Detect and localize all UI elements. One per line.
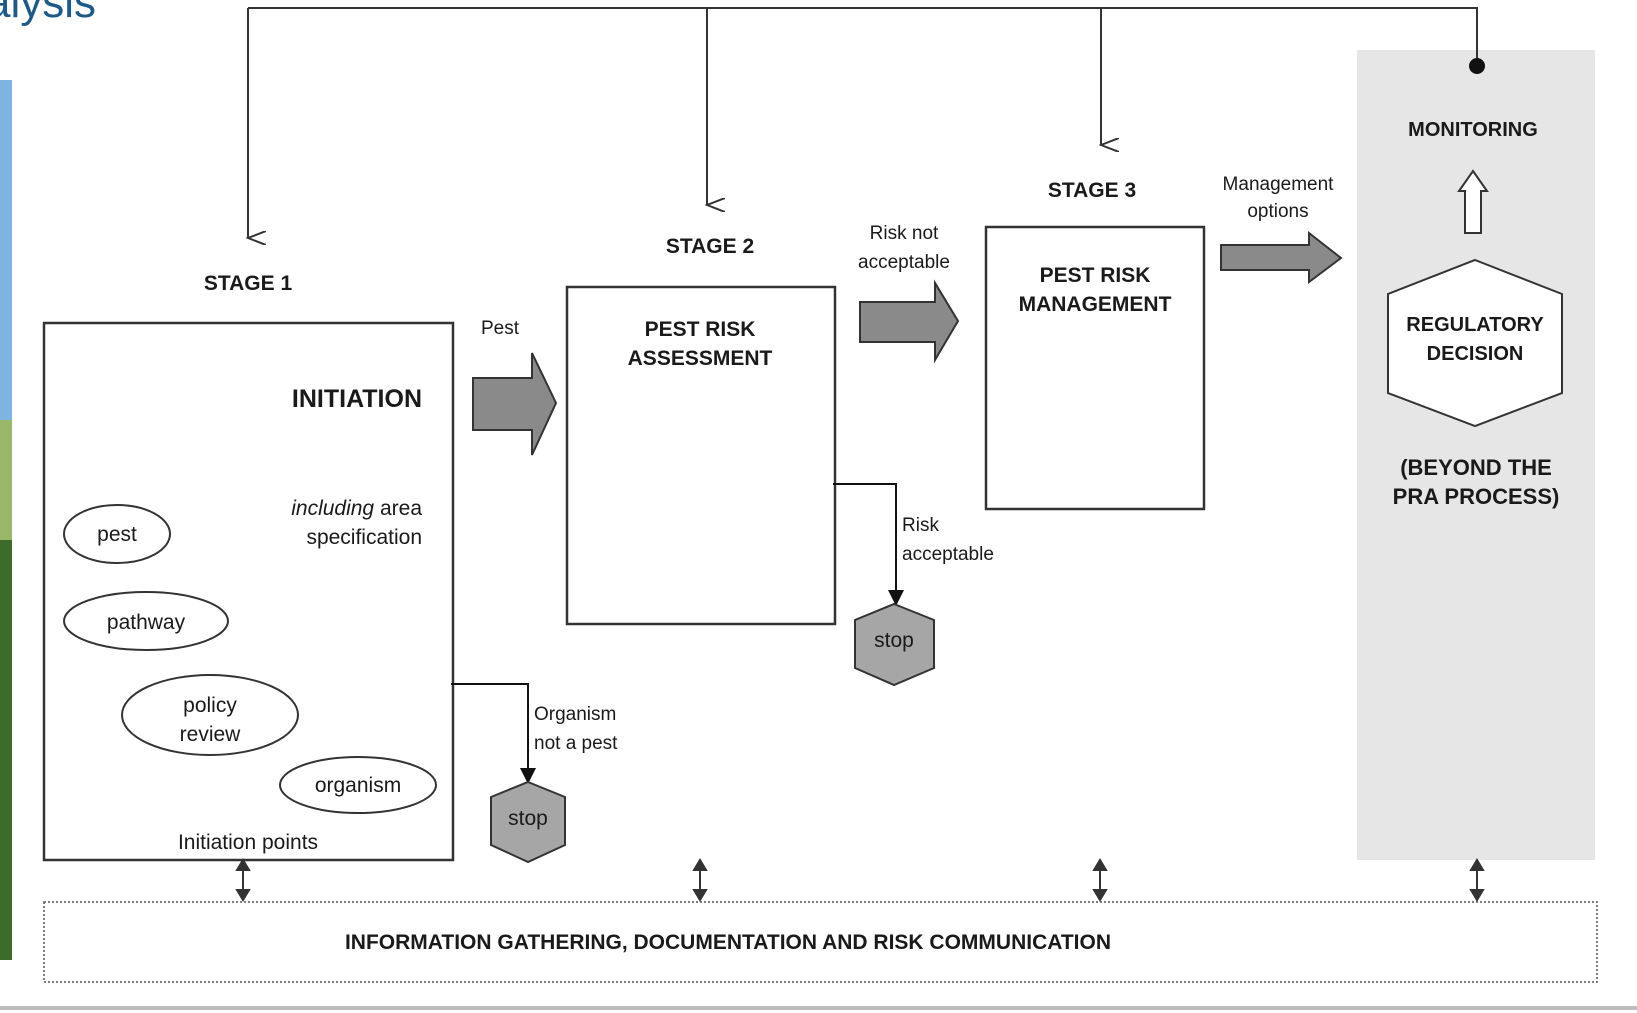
stop-sign-stage1: stop (490, 780, 566, 864)
stop2-label: stop (874, 629, 914, 652)
stop-sign-stage2: stop (854, 602, 935, 687)
stop1-label: stop (508, 807, 548, 830)
assessment-box (565, 285, 837, 626)
pathway-label: pathway (107, 611, 186, 634)
pest-flow-label: Pest (481, 318, 520, 339)
stage2-heading: STAGE 2 (666, 235, 754, 258)
risk-acceptable-line1: Risk (902, 515, 939, 536)
pest-label: pest (97, 523, 137, 546)
initiation-title: INITIATION (292, 385, 422, 413)
assessment-title-line2: ASSESSMENT (628, 347, 773, 370)
monitoring-dot (1469, 58, 1485, 74)
monitoring-up-arrow (1457, 169, 1489, 234)
organism-label: organism (315, 774, 401, 797)
risk-not-acceptable-line1: Risk not (870, 223, 939, 244)
slide-title-fragment: alysis (0, 0, 97, 27)
management-title-line2: MANAGEMENT (1019, 293, 1172, 316)
assessment-title-line1: PEST RISK (645, 318, 756, 341)
risk-acceptable-arrowhead (888, 590, 904, 606)
stage3-heading: STAGE 3 (1048, 179, 1136, 202)
information-bar (43, 901, 1598, 983)
initiation-points-label: Initiation points (178, 831, 318, 854)
policy-label: policy (183, 694, 237, 717)
initiation-box (42, 321, 455, 862)
beyond-pra-line1: (BEYOND THE (1400, 455, 1552, 480)
management-title-line1: PEST RISK (1040, 264, 1151, 287)
beyond-pra-line2: PRA PROCESS) (1393, 484, 1560, 509)
management-options-line1: Management (1223, 174, 1335, 195)
management-options-line2: options (1247, 201, 1308, 222)
initiation-point-pathway: pathway (63, 591, 229, 651)
monitoring-label: MONITORING (1408, 119, 1538, 141)
organism-not-pest-line (451, 683, 529, 778)
stage1-heading: STAGE 1 (204, 272, 293, 295)
risk-not-acceptable-arrow (859, 279, 960, 364)
risk-acceptable-line2: acceptable (902, 544, 994, 565)
initiation-point-pest: pest (63, 504, 171, 564)
initiation-note-line1: including area (291, 497, 422, 520)
information-bar-label: INFORMATION GATHERING, DOCUMENTATION AND… (345, 931, 1111, 954)
risk-not-acceptable-line2: acceptable (858, 252, 950, 273)
initiation-point-organism: organism (279, 756, 437, 814)
review-label: review (180, 723, 242, 746)
management-box (984, 225, 1206, 511)
regulatory-decision-hexagon: REGULATORY DECISION (1387, 258, 1563, 428)
info-link-arrows (235, 858, 1485, 902)
organism-not-pest-line2: not a pest (534, 733, 618, 754)
management-options-arrow (1220, 230, 1343, 284)
initiation-note-line2: specification (306, 526, 422, 549)
initiation-point-policy-review: policy review (121, 674, 299, 756)
feedback-lines (248, 7, 1485, 238)
background-photo-strip (0, 80, 12, 960)
organism-not-pest-line1: Organism (534, 704, 616, 725)
pest-flow-arrow (472, 352, 558, 456)
risk-acceptable-line (833, 483, 897, 600)
organism-not-pest-arrowhead (520, 768, 536, 784)
decision-line1: REGULATORY (1406, 314, 1544, 336)
decision-line2: DECISION (1427, 343, 1524, 365)
